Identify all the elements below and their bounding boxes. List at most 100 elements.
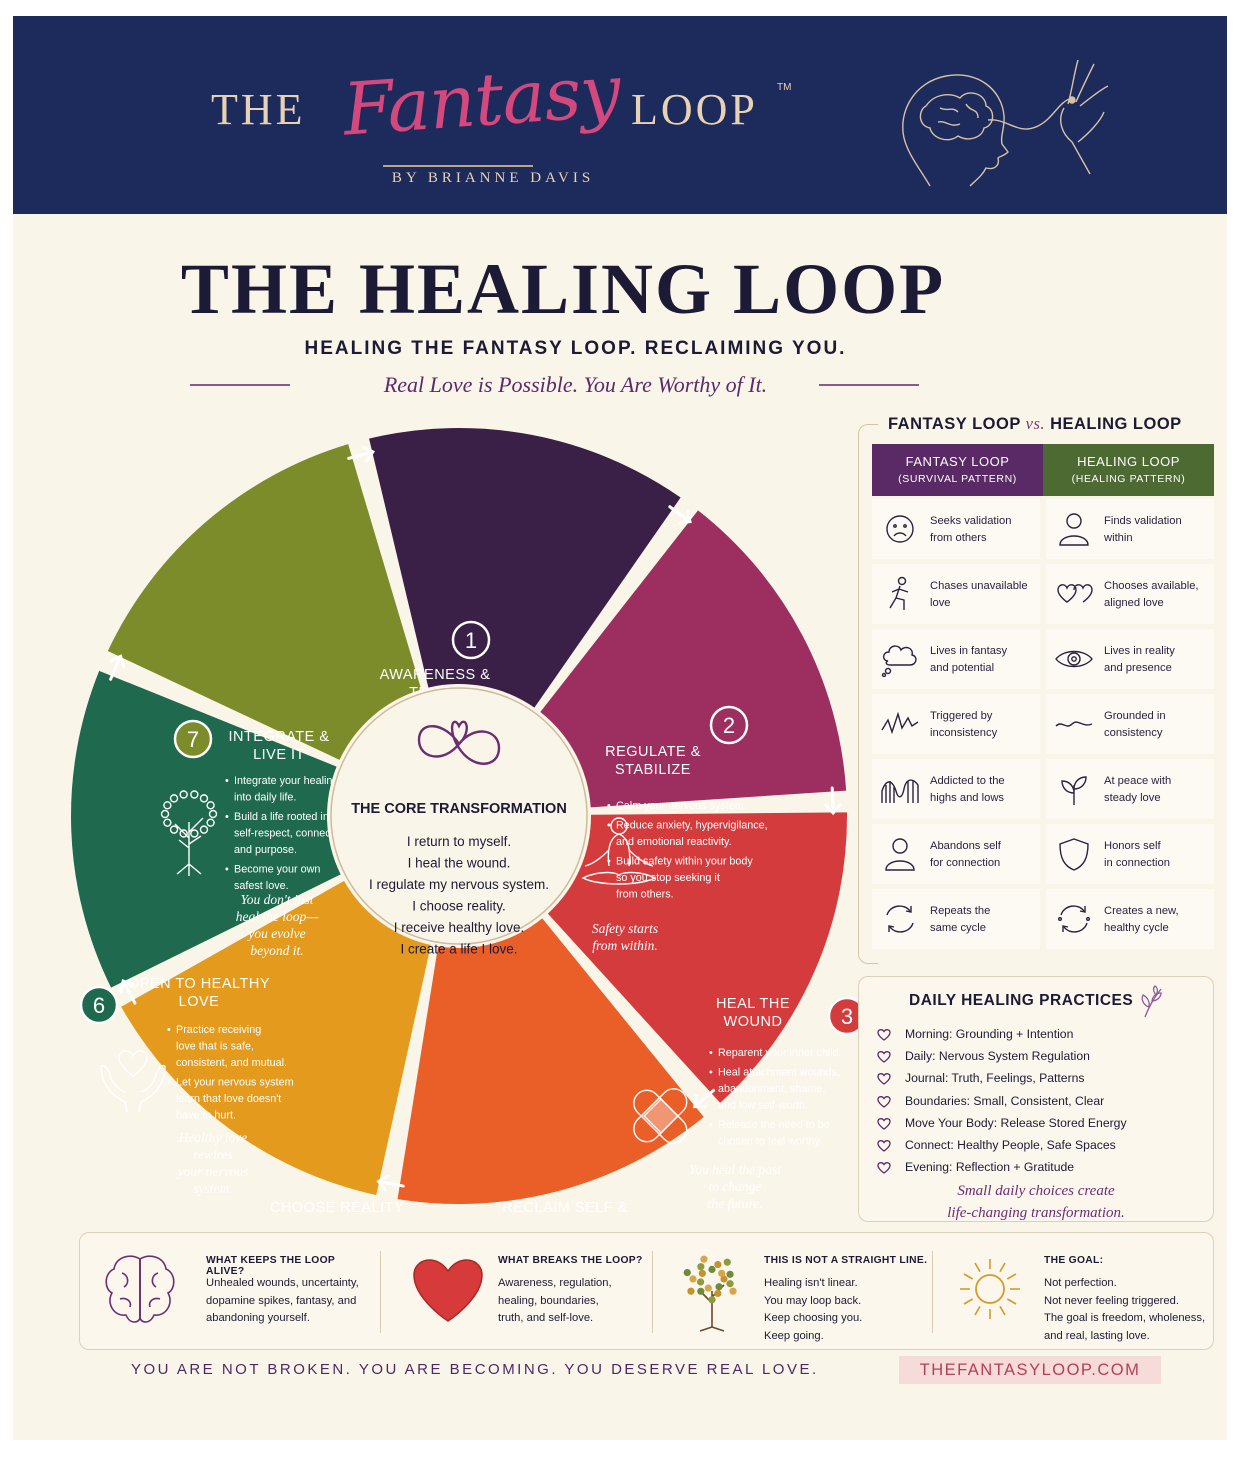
step-bullet-line: and purpose. <box>234 844 297 856</box>
brand-divider <box>383 165 533 167</box>
practice-label: Move Your Body: Release Stored Energy <box>905 1115 1127 1130</box>
fantasy-text-line: same cycle <box>930 922 986 934</box>
healing-text-line: Honors self <box>1104 840 1161 852</box>
step-title-line: LIVE IT <box>253 747 305 763</box>
step-quote-line: you evolve <box>246 926 305 941</box>
wheel-segment-4 <box>397 918 704 1204</box>
brand-fantasy-script: Fantasy <box>340 48 623 152</box>
practice-item: Connect: Healthy People, Safe Spaces <box>877 1138 1207 1160</box>
practices-quote-line-1: Small daily choices create <box>957 1183 1115 1199</box>
insight-body-line: The goal is freedom, wholeness, <box>1044 1312 1206 1324</box>
wheel-segment-6 <box>71 670 341 988</box>
flow-arrow-icon <box>109 654 126 681</box>
step-number-badge <box>451 620 491 660</box>
daily-practices-panel: DAILY HEALING PRACTICES Morning: Groundi… <box>858 976 1214 1222</box>
insight-body: Unhealed wounds, uncertainty,dopamine sp… <box>206 1275 386 1328</box>
insight-body-line: Unhealed wounds, uncertainty, <box>206 1277 359 1289</box>
step-bullet-line: abandonment, shame, <box>718 1083 825 1095</box>
sprout-icon <box>1061 776 1087 805</box>
hands-heart-icon <box>100 1050 166 1113</box>
step-bullet-line: chosen to feel worthy. <box>718 1136 822 1148</box>
practices-title: DAILY HEALING PRACTICES <box>909 992 1134 1009</box>
core-affirmation: I receive healthy love. <box>394 920 525 935</box>
bullet-dot: • <box>709 1047 713 1059</box>
healing-column-header: HEALING LOOP (HEALING PATTERN) <box>1043 444 1214 496</box>
step-bullet-line: Heal attachment wounds, <box>718 1067 840 1079</box>
wheel-segment-2 <box>540 510 847 808</box>
insight-body-line: Keep choosing you. <box>764 1312 863 1324</box>
bullet-dot: • <box>607 820 611 832</box>
practice-label: Connect: Healthy People, Safe Spaces <box>905 1138 1116 1152</box>
sun-icon <box>960 1259 1020 1319</box>
step-number: 7 <box>187 727 199 752</box>
footer-url-link[interactable]: THEFANTASYLOOP.COM <box>899 1356 1161 1384</box>
shield-icon <box>1059 838 1089 871</box>
fantasy-text-line: Chases unavailable <box>930 580 1028 592</box>
comparison-bracket <box>858 424 878 964</box>
step-bullet-line: Become your own <box>234 864 320 876</box>
comparison-panel: FANTASY LOOP vs. HEALING LOOP FANTASY LO… <box>858 414 1220 964</box>
healing-column-sub: (HEALING PATTERN) <box>1071 473 1186 485</box>
flow-arrow-icon <box>692 1088 716 1109</box>
step-bullet-line: love that is safe, <box>176 1041 254 1053</box>
practice-label: Daily: Nervous System Regulation <box>905 1049 1090 1064</box>
step-quote-line: You don't just <box>241 892 315 907</box>
healing-text-line: At peace with <box>1104 775 1172 787</box>
bullet-dot: • <box>167 1024 171 1036</box>
step-title-line: STABILIZE <box>615 762 691 778</box>
healing-text-line: in connection <box>1104 857 1170 869</box>
step-title-line: OPEN TO HEALTHY <box>128 976 270 992</box>
byline: BY BRIANNE DAVIS <box>391 170 595 186</box>
bullet-dot: • <box>225 864 229 876</box>
core-affirmation: I regulate my nervous system. <box>369 877 549 892</box>
rollercoaster-icon <box>881 779 919 803</box>
head-string-hand-icon <box>902 59 1109 187</box>
healing-text-line: within <box>1104 532 1133 544</box>
fantasy-text-line: Triggered by <box>930 710 993 722</box>
practices-quote-line-2: life-changing transformation. <box>947 1205 1125 1221</box>
step-bullet-line: Practice receiving <box>176 1024 261 1036</box>
infinity-heart-icon <box>417 720 501 765</box>
wave-icon <box>1055 721 1093 727</box>
step-bullet-line: consistent, and mutual. <box>176 1057 287 1069</box>
fantasy-column-header: FANTASY LOOP (SURVIVAL PATTERN) <box>872 444 1043 496</box>
insight-body-line: You may loop back. <box>764 1294 862 1307</box>
step-quote-line: Safety starts <box>592 921 658 936</box>
brand-logo: THE Fantasy LOOP TM <box>13 48 803 152</box>
insight-body-line: Keep going. <box>764 1329 824 1342</box>
step-title-line: WOUND <box>724 1014 783 1030</box>
insight-body: Healing isn't linear.You may loop back.K… <box>764 1275 944 1345</box>
eye-icon <box>1055 650 1093 668</box>
healing-text-line: consistency <box>1104 727 1163 739</box>
heart-outline-icon <box>877 1117 891 1130</box>
step-bullet-line: safest love. <box>234 880 289 892</box>
step-quote-line: beyond it. <box>250 943 303 958</box>
tree-icon <box>160 790 218 876</box>
renew-cycle-icon <box>1057 905 1091 933</box>
core-title: THE CORE TRANSFORMATION <box>351 801 567 817</box>
heart-icon <box>413 1259 483 1322</box>
fantasy-column-label: FANTASY LOOP <box>905 454 1010 469</box>
fantasy-text-line: Abandons self <box>930 840 1001 852</box>
heart-outline-icon <box>877 1073 891 1086</box>
person-icon <box>885 838 915 871</box>
step-bullet-line: Let your nervous system <box>176 1077 294 1089</box>
bullet-dot: • <box>167 1077 171 1089</box>
practice-item: Evening: Reflection + Gratitude <box>877 1160 1207 1182</box>
cycle-icon <box>886 905 914 933</box>
insight-heading: WHAT KEEPS THE LOOP ALIVE? <box>206 1255 335 1277</box>
healing-text-line: healthy cycle <box>1104 922 1169 934</box>
